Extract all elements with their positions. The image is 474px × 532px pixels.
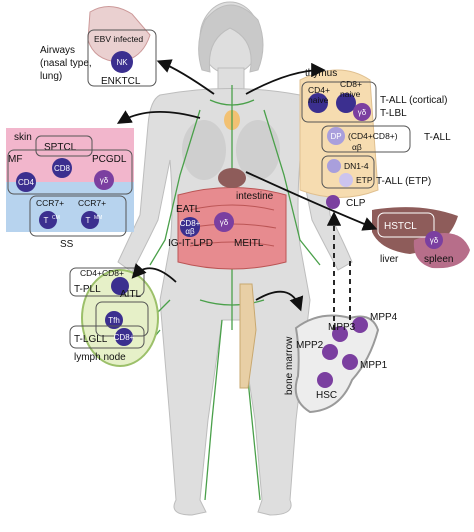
arrow-to-airways: [156, 59, 215, 95]
intestine-title: intestine: [236, 191, 274, 202]
tcm-sub: CM: [52, 215, 60, 221]
tlbl-label: T-LBL: [380, 108, 407, 119]
tlgll-label: T-LGLL: [74, 334, 108, 345]
intestine-gd-label: γδ: [220, 218, 229, 227]
mf-label: MF: [8, 154, 22, 165]
airways-line3: lung): [40, 71, 62, 82]
ab-label: αβ: [352, 142, 362, 152]
arrow-to-liver: [245, 171, 378, 231]
liver-label: liver: [380, 254, 399, 265]
cd4-naive-label-2: naive: [308, 95, 329, 105]
cd8-naive-label-2: naive: [340, 89, 361, 99]
iglt-label: IG-IT-LPD: [168, 238, 213, 249]
pcgdl-label: PCGDL: [92, 154, 127, 165]
lymph-cd8-label: CD8+: [114, 333, 135, 342]
tall-etp-label: T-ALL (ETP): [376, 176, 431, 187]
ss-label: SS: [60, 239, 74, 250]
meitl-label: MEITL: [234, 238, 264, 249]
lymph-node-title: lymph node: [74, 352, 126, 363]
dn-label: DN1-4: [344, 161, 369, 171]
sptcl-label: SPTCL: [44, 142, 77, 153]
ccr7-label-2: CCR7+: [78, 198, 106, 208]
arrow-to-skin: [116, 110, 201, 124]
mpp1-label: MPP1: [360, 360, 388, 371]
lymph-node-group: CD4+CD8+ T-PLL AITL Tfh CD8+ T-LGLL lymp…: [69, 267, 159, 367]
arrow-to-lymph: [131, 263, 177, 283]
hstcl-label: HSTCL: [384, 221, 417, 232]
arrow-to-thymus: [245, 62, 326, 95]
tcm-label: T: [44, 216, 49, 225]
tall-cortical-label: T-ALL (cortical): [380, 95, 447, 106]
etp-label: ETP: [356, 175, 373, 185]
tmm-sub: MM: [94, 215, 102, 221]
intestine-organ: [177, 168, 287, 270]
thymus-gd-label: γδ: [358, 108, 367, 117]
intestine-labels: intestine EATL CD8+ αβ γδ IG-IT-LPD MEIT…: [168, 191, 274, 249]
hsc-label: HSC: [316, 390, 337, 401]
tpll-label: T-PLL: [74, 284, 101, 295]
intestine-ab-label: αβ: [185, 227, 195, 236]
enktcl-label: ENKTCL: [101, 76, 141, 87]
ccr7-label-1: CCR7+: [36, 198, 64, 208]
intestine-cd8-label: CD8+: [180, 219, 201, 228]
arrow-to-marrow: [255, 290, 304, 312]
nk-cell-label: NK: [116, 58, 128, 67]
skin-gd-label: γδ: [100, 176, 109, 185]
spleen-label: spleen: [424, 254, 453, 265]
airways-group: EBV infected NK ENKTCL Airways (nasal ty…: [40, 6, 157, 87]
tall-label: T-ALL: [424, 132, 451, 143]
mpp4-label: MPP4: [370, 312, 398, 323]
aitl-label: AITL: [120, 289, 142, 300]
skin-group: skin SPTCL MF PCGDL CD4 CD8 γδ CCR7+ CCR…: [6, 128, 134, 250]
skin-cd4-label: CD4: [18, 178, 35, 187]
airways-title: Airways: [40, 45, 75, 56]
mpp3-label: MPP3: [328, 322, 356, 333]
clp-label: CLP: [346, 198, 366, 209]
mpp2-label: MPP2: [296, 340, 324, 351]
skin-title: skin: [14, 132, 32, 143]
eatl-label: EATL: [176, 204, 201, 215]
liver-spleen-group: HSTCL γδ liver spleen: [372, 207, 470, 269]
cd8-naive-label: CD8+: [340, 79, 362, 89]
liver-gd-label: γδ: [430, 236, 439, 245]
ebv-infected-label: EBV infected: [94, 34, 143, 44]
dp-cell-label: DP: [330, 132, 341, 141]
cd4cd8-label: CD4+CD8+: [80, 268, 124, 278]
thymus-group: thymus γδ CD4+ naive CD8+ naive T-ALL (c…: [299, 68, 451, 209]
cd4-naive-label: CD4+: [308, 85, 330, 95]
bone-marrow-title: bone marrow: [284, 336, 295, 395]
tfh-label: Tfh: [108, 316, 120, 325]
bone-marrow-group: bone marrow MPP3 MPP4 MPP2 MPP1 HSC: [239, 283, 398, 414]
tmm-label: T: [86, 216, 91, 225]
dp-desc-label: (CD4+CD8+): [348, 131, 398, 141]
arrows: [116, 59, 378, 330]
airways-line2: (nasal type,: [40, 58, 92, 69]
skin-cd8-label: CD8: [54, 164, 71, 173]
